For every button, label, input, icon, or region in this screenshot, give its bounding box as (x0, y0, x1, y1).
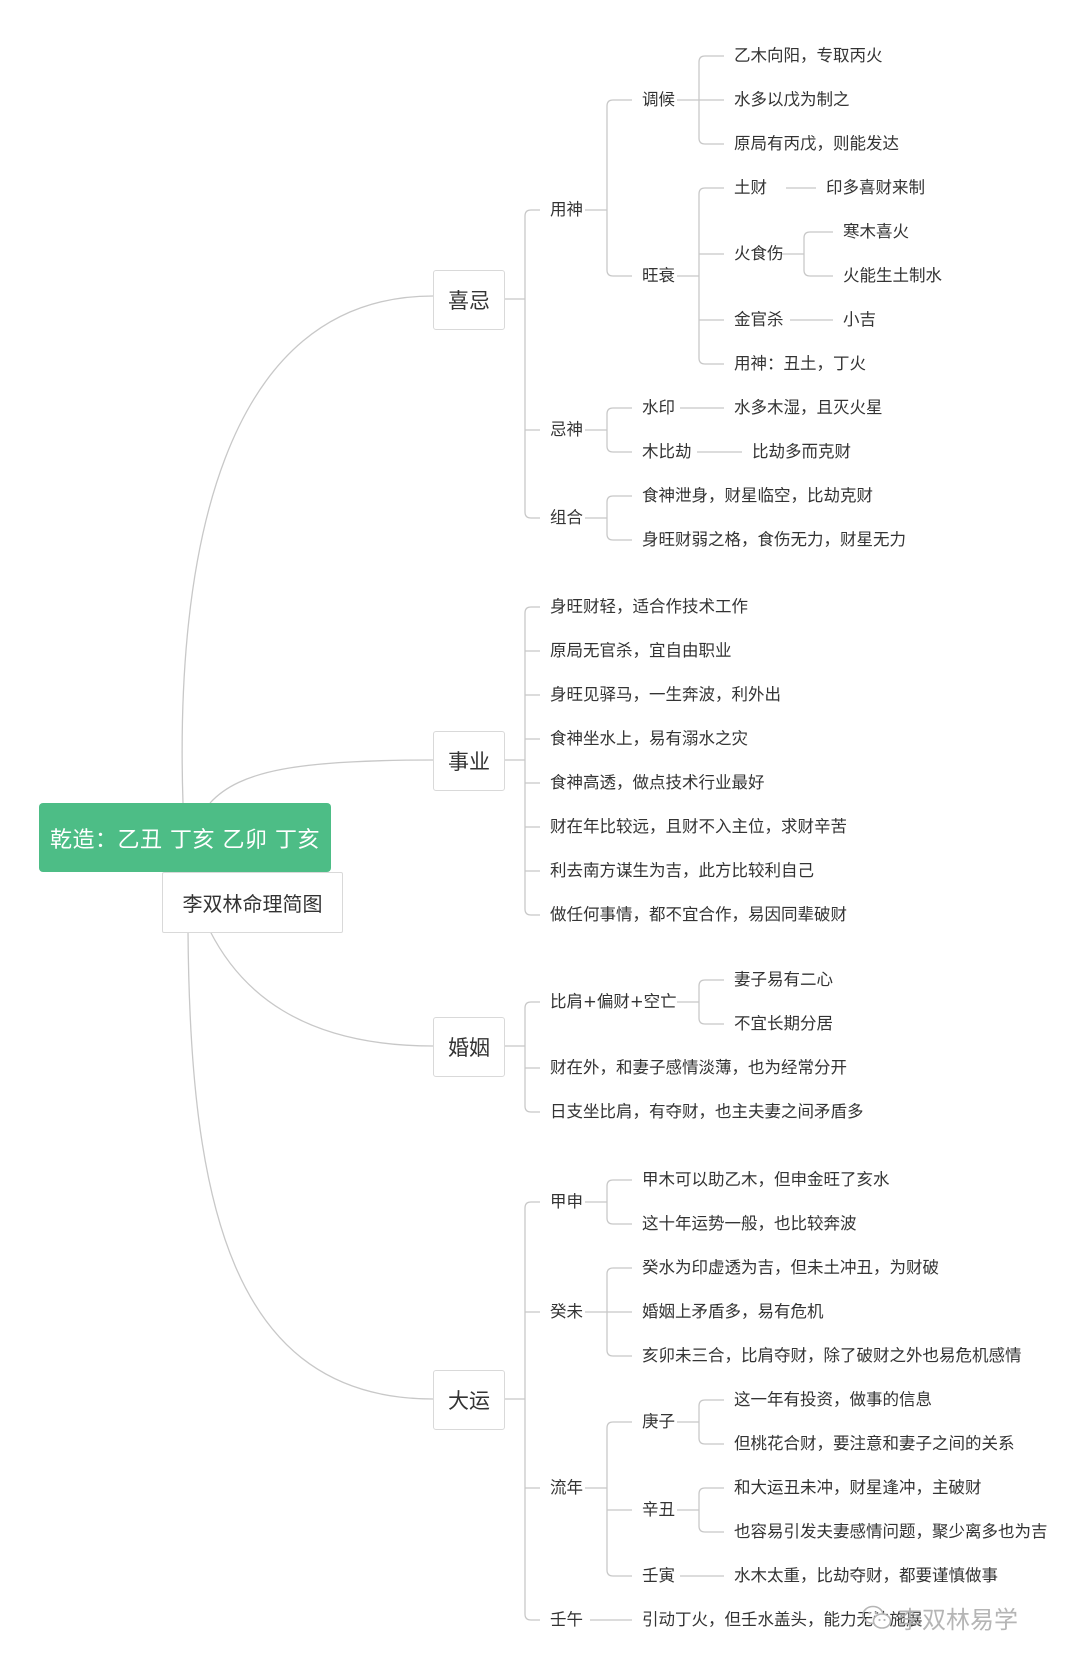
leaf-shiye-3: 身旺见驿马，一生奔波，利外出 (550, 685, 781, 704)
node-huoshishang[interactable]: 火食伤 (734, 244, 784, 263)
node-yongshen[interactable]: 用神 (550, 200, 583, 219)
connector-branch (698, 137, 724, 145)
node-tucai[interactable]: 土财 (734, 178, 767, 197)
connector-branch (698, 1525, 724, 1533)
connector-branch (606, 1267, 632, 1275)
connector-branch (698, 1487, 724, 1495)
leaf-renyin: 水木太重，比劫夺财，都要谨慎做事 (734, 1566, 998, 1585)
node-zuhe[interactable]: 组合 (550, 508, 583, 527)
leaf-shiye-7: 利去南方谋生为吉，此方比较利自己 (550, 861, 814, 880)
root-curve-dayun (187, 930, 434, 1400)
leaf-hunyin-2: 日支坐比肩，有夺财，也主夫妻之间矛盾多 (550, 1102, 864, 1121)
leaf-tucai: 印多喜财来制 (826, 178, 925, 197)
leaf-shiye-5: 食神高透，做点技术行业最好 (550, 773, 765, 792)
leaf-tiaohou-1: 乙木向阳，专取丙火 (734, 46, 883, 65)
leaf-guiwei-1: 癸水为印虚透为吉，但未土冲丑，为财破 (642, 1258, 939, 1277)
leaf-guiwei-2: 婚姻上矛盾多，易有危机 (642, 1302, 824, 1321)
leaf-shiye-4: 食神坐水上，易有溺水之灾 (550, 729, 748, 748)
leaf-renwu: 引动丁火，但壬水盖头，能力无法施展 (642, 1610, 923, 1629)
connector-branch (524, 209, 540, 217)
connector-branch (698, 979, 724, 987)
leaf-huoshishang-2: 火能生土制水 (843, 266, 942, 285)
leaf-shiye-6: 财在年比较远，且财不入主位，求财辛苦 (550, 817, 847, 836)
leaf-huoshishang-1: 寒木喜火 (843, 222, 909, 241)
leaf-shuiyin: 水多木湿，且灭火星 (734, 398, 883, 417)
leaf-hunyin-1: 财在外，和妻子感情淡薄，也为经常分开 (550, 1058, 847, 1077)
branch-xiji[interactable]: 喜忌 (433, 270, 505, 330)
node-xinchou[interactable]: 辛丑 (642, 1500, 675, 1519)
root-node-title[interactable]: 乾造：乙丑 丁亥 乙卯 丁亥 (39, 803, 331, 872)
root-curve-shiye (209, 759, 434, 804)
wechat-icon (862, 1605, 892, 1629)
node-renyin[interactable]: 壬寅 (642, 1566, 675, 1585)
connector-branch (606, 445, 632, 453)
leaf-bijian-1: 妻子易有二心 (734, 970, 833, 989)
connector-branch (698, 357, 724, 365)
leaf-bijian-2: 不宜长期分居 (734, 1014, 833, 1033)
connector-branch (606, 533, 632, 541)
leaf-xinchou-2: 也容易引发夫妻感情问题，聚少离多也为吉 (734, 1522, 1048, 1541)
leaf-shiye-2: 原局无官杀，宜自由职业 (550, 641, 732, 660)
branch-shiye[interactable]: 事业 (433, 731, 505, 791)
root-node-subtitle: 李双林命理简图 (162, 872, 343, 933)
node-jishen[interactable]: 忌神 (550, 420, 583, 439)
connector-branch (698, 1437, 724, 1445)
connector-branch (698, 187, 724, 195)
connector-branch (698, 1399, 724, 1407)
leaf-shiye-8: 做任何事情，都不宜合作，易因同辈破财 (550, 905, 847, 924)
node-renwu[interactable]: 壬午 (550, 1610, 583, 1629)
branch-dayun[interactable]: 大运 (433, 1370, 505, 1430)
connector-branch (698, 1017, 724, 1025)
root-curve-hunyin (209, 930, 434, 1047)
connector-branch (524, 606, 540, 614)
node-jinguansha[interactable]: 金官杀 (734, 310, 784, 329)
node-wangshuai[interactable]: 旺衰 (642, 266, 675, 285)
node-shuiyin[interactable]: 水印 (642, 398, 675, 417)
leaf-jiashen-2: 这十年运势一般，也比较奔波 (642, 1214, 857, 1233)
connector-branch (524, 1201, 540, 1209)
node-liunian[interactable]: 流年 (550, 1478, 583, 1497)
watermark-text: 李双林易学 (898, 1606, 1018, 1634)
connector-branch (524, 1613, 540, 1621)
connector-branch (524, 511, 540, 519)
connector-branch (698, 55, 724, 63)
node-guiwei[interactable]: 癸未 (550, 1302, 583, 1321)
connector-branch (524, 908, 540, 916)
leaf-jinguansha: 小吉 (843, 310, 876, 329)
connector-branch (606, 495, 632, 503)
leaf-guiwei-3: 亥卯未三合，比肩夺财，除了破财之外也易危机感情 (642, 1346, 1022, 1365)
leaf-zuhe-2: 身旺财弱之格，食伤无力，财星无力 (642, 530, 906, 549)
leaf-yongshen-summary: 用神：丑土，丁火 (734, 354, 866, 373)
connector-branch (606, 1569, 632, 1577)
node-tiaohou[interactable]: 调候 (642, 90, 675, 109)
connector-branch (606, 1421, 632, 1429)
leaf-tiaohou-3: 原局有丙戊，则能发达 (734, 134, 899, 153)
connector-branch (606, 1179, 632, 1187)
leaf-tiaohou-2: 水多以戊为制之 (734, 90, 850, 109)
connector-branch (606, 407, 632, 415)
root-curve-xiji (181, 295, 434, 804)
node-jiashen[interactable]: 甲申 (550, 1192, 583, 1211)
connector-branch (606, 269, 632, 277)
connector-branch (803, 269, 833, 277)
leaf-xinchou-1: 和大运丑未冲，财星逢冲，主破财 (734, 1478, 982, 1497)
node-mubijie[interactable]: 木比劫 (642, 442, 692, 461)
connector-branch (524, 1001, 540, 1009)
branch-hunyin[interactable]: 婚姻 (433, 1017, 505, 1077)
connector-branch (524, 1105, 540, 1113)
node-bijian[interactable]: 比肩+偏财+空亡 (550, 992, 677, 1011)
leaf-zuhe-1: 食神泄身，财星临空，比劫克财 (642, 486, 873, 505)
leaf-shiye-1: 身旺财轻，适合作技术工作 (550, 597, 748, 616)
leaf-gengzi-2: 但桃花合财，要注意和妻子之间的关系 (734, 1434, 1015, 1453)
watermark: 李双林易学 (862, 1600, 1018, 1635)
connector-branch (606, 1217, 632, 1225)
connector-branch (803, 231, 833, 239)
leaf-jiashen-1: 甲木可以助乙木，但申金旺了亥水 (642, 1170, 890, 1189)
node-gengzi[interactable]: 庚子 (642, 1412, 675, 1431)
leaf-mubijie: 比劫多而克财 (752, 442, 851, 461)
leaf-gengzi-1: 这一年有投资，做事的信息 (734, 1390, 932, 1409)
connector-branch (606, 99, 632, 107)
connector-branch (606, 1349, 632, 1357)
